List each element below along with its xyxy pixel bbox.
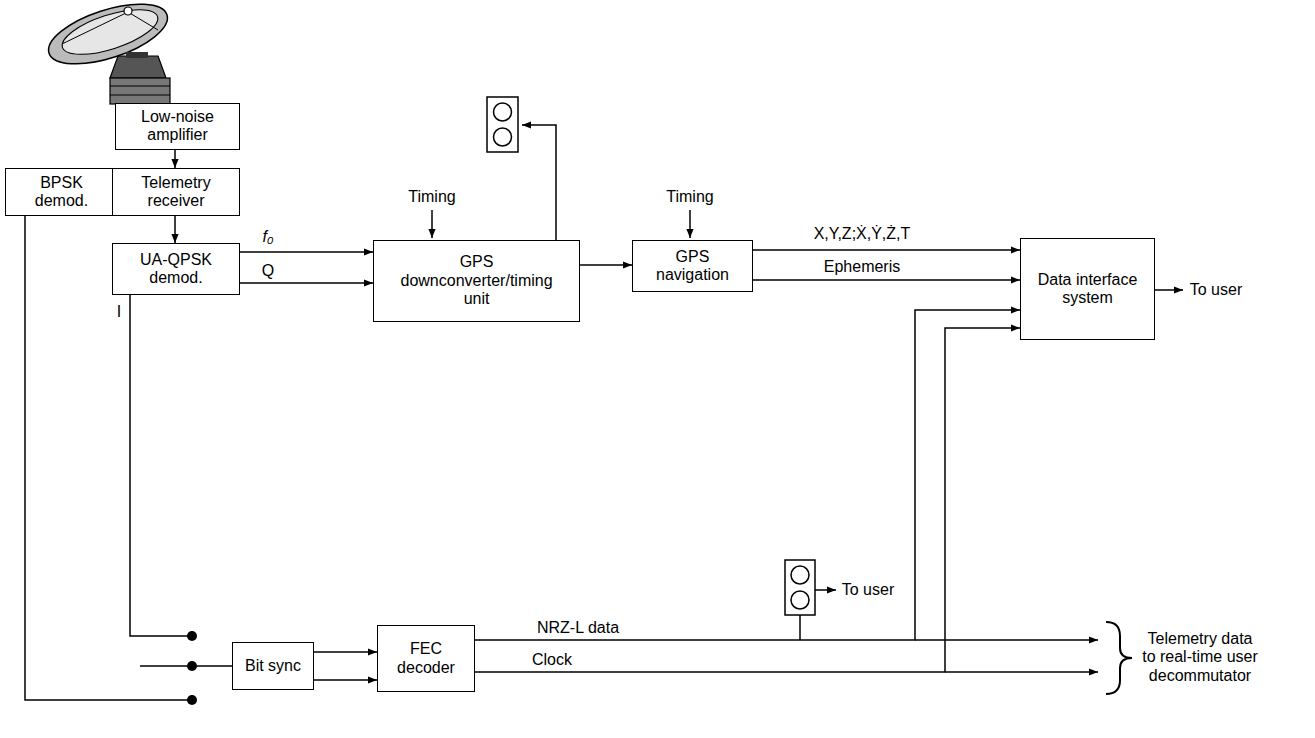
process-box: Bit sync	[232, 642, 314, 690]
timing-arrow	[689, 210, 691, 238]
box-text: GPS downconverter/timing unit	[398, 253, 555, 308]
signal-connector	[753, 279, 1020, 281]
i-channel-wire	[130, 290, 188, 636]
box-text: FEC decoder	[388, 640, 464, 677]
signal-connector	[475, 328, 1020, 672]
signal-label: Q	[262, 262, 274, 280]
signal-connector	[174, 150, 176, 168]
box-text: Low-noise amplifier	[126, 108, 229, 145]
box-text: UA-QPSK demod.	[123, 251, 229, 288]
satellite-dish	[42, 0, 175, 104]
timing-arrow	[431, 210, 433, 238]
output-wire	[945, 671, 1098, 673]
signal-connector	[475, 310, 1020, 640]
signal-connector	[580, 264, 632, 266]
signal-label: Ephemeris	[824, 258, 900, 276]
signal-label: X,Y,Z;Ẋ,Ẏ,Ż,T	[814, 225, 911, 243]
process-box: BPSK demod.	[5, 168, 118, 216]
box-text: Telemetry receiver	[123, 174, 229, 211]
signal-connector	[174, 216, 176, 243]
process-box: GPS downconverter/timing unit	[373, 240, 580, 322]
process-box: UA-QPSK demod.	[112, 243, 240, 295]
output-wire	[915, 639, 1098, 641]
signal-label: NRZ-L data	[537, 619, 619, 637]
process-box: GPS navigation	[632, 240, 753, 292]
switch-contact	[187, 661, 197, 671]
process-box: Data interface system	[1020, 238, 1155, 340]
annotation-label: I	[117, 303, 121, 321]
brace	[1106, 622, 1132, 694]
annotation-label: To user	[842, 581, 894, 599]
signal-label: f₀	[262, 228, 273, 246]
recorder-tap	[799, 615, 801, 640]
box-text: Bit sync	[245, 657, 301, 675]
box-text: BPSK demod.	[20, 174, 103, 211]
box-text: GPS navigation	[643, 248, 742, 285]
signal-connector	[314, 651, 377, 653]
process-box: FEC decoder	[377, 625, 475, 692]
signal-label: Clock	[532, 651, 572, 669]
tape-recorder-icon	[487, 97, 518, 152]
switch-contact	[187, 631, 197, 641]
box-text: Data interface system	[1031, 271, 1144, 308]
signal-connector	[314, 679, 377, 681]
process-box: Low-noise amplifier	[115, 103, 240, 150]
signal-connector	[240, 282, 373, 284]
annotation-label: Telemetry data to real-time user decommu…	[1140, 630, 1261, 685]
switch-contact	[187, 695, 197, 705]
signal-connector	[240, 251, 373, 253]
user-arrow	[815, 589, 836, 591]
tape-recorder-icon	[785, 560, 815, 615]
process-box: Telemetry receiver	[112, 168, 240, 216]
annotation-label: Timing	[408, 188, 455, 206]
signal-connector	[753, 249, 1020, 251]
annotation-label: Timing	[666, 188, 713, 206]
annotation-label: To user	[1190, 281, 1242, 299]
